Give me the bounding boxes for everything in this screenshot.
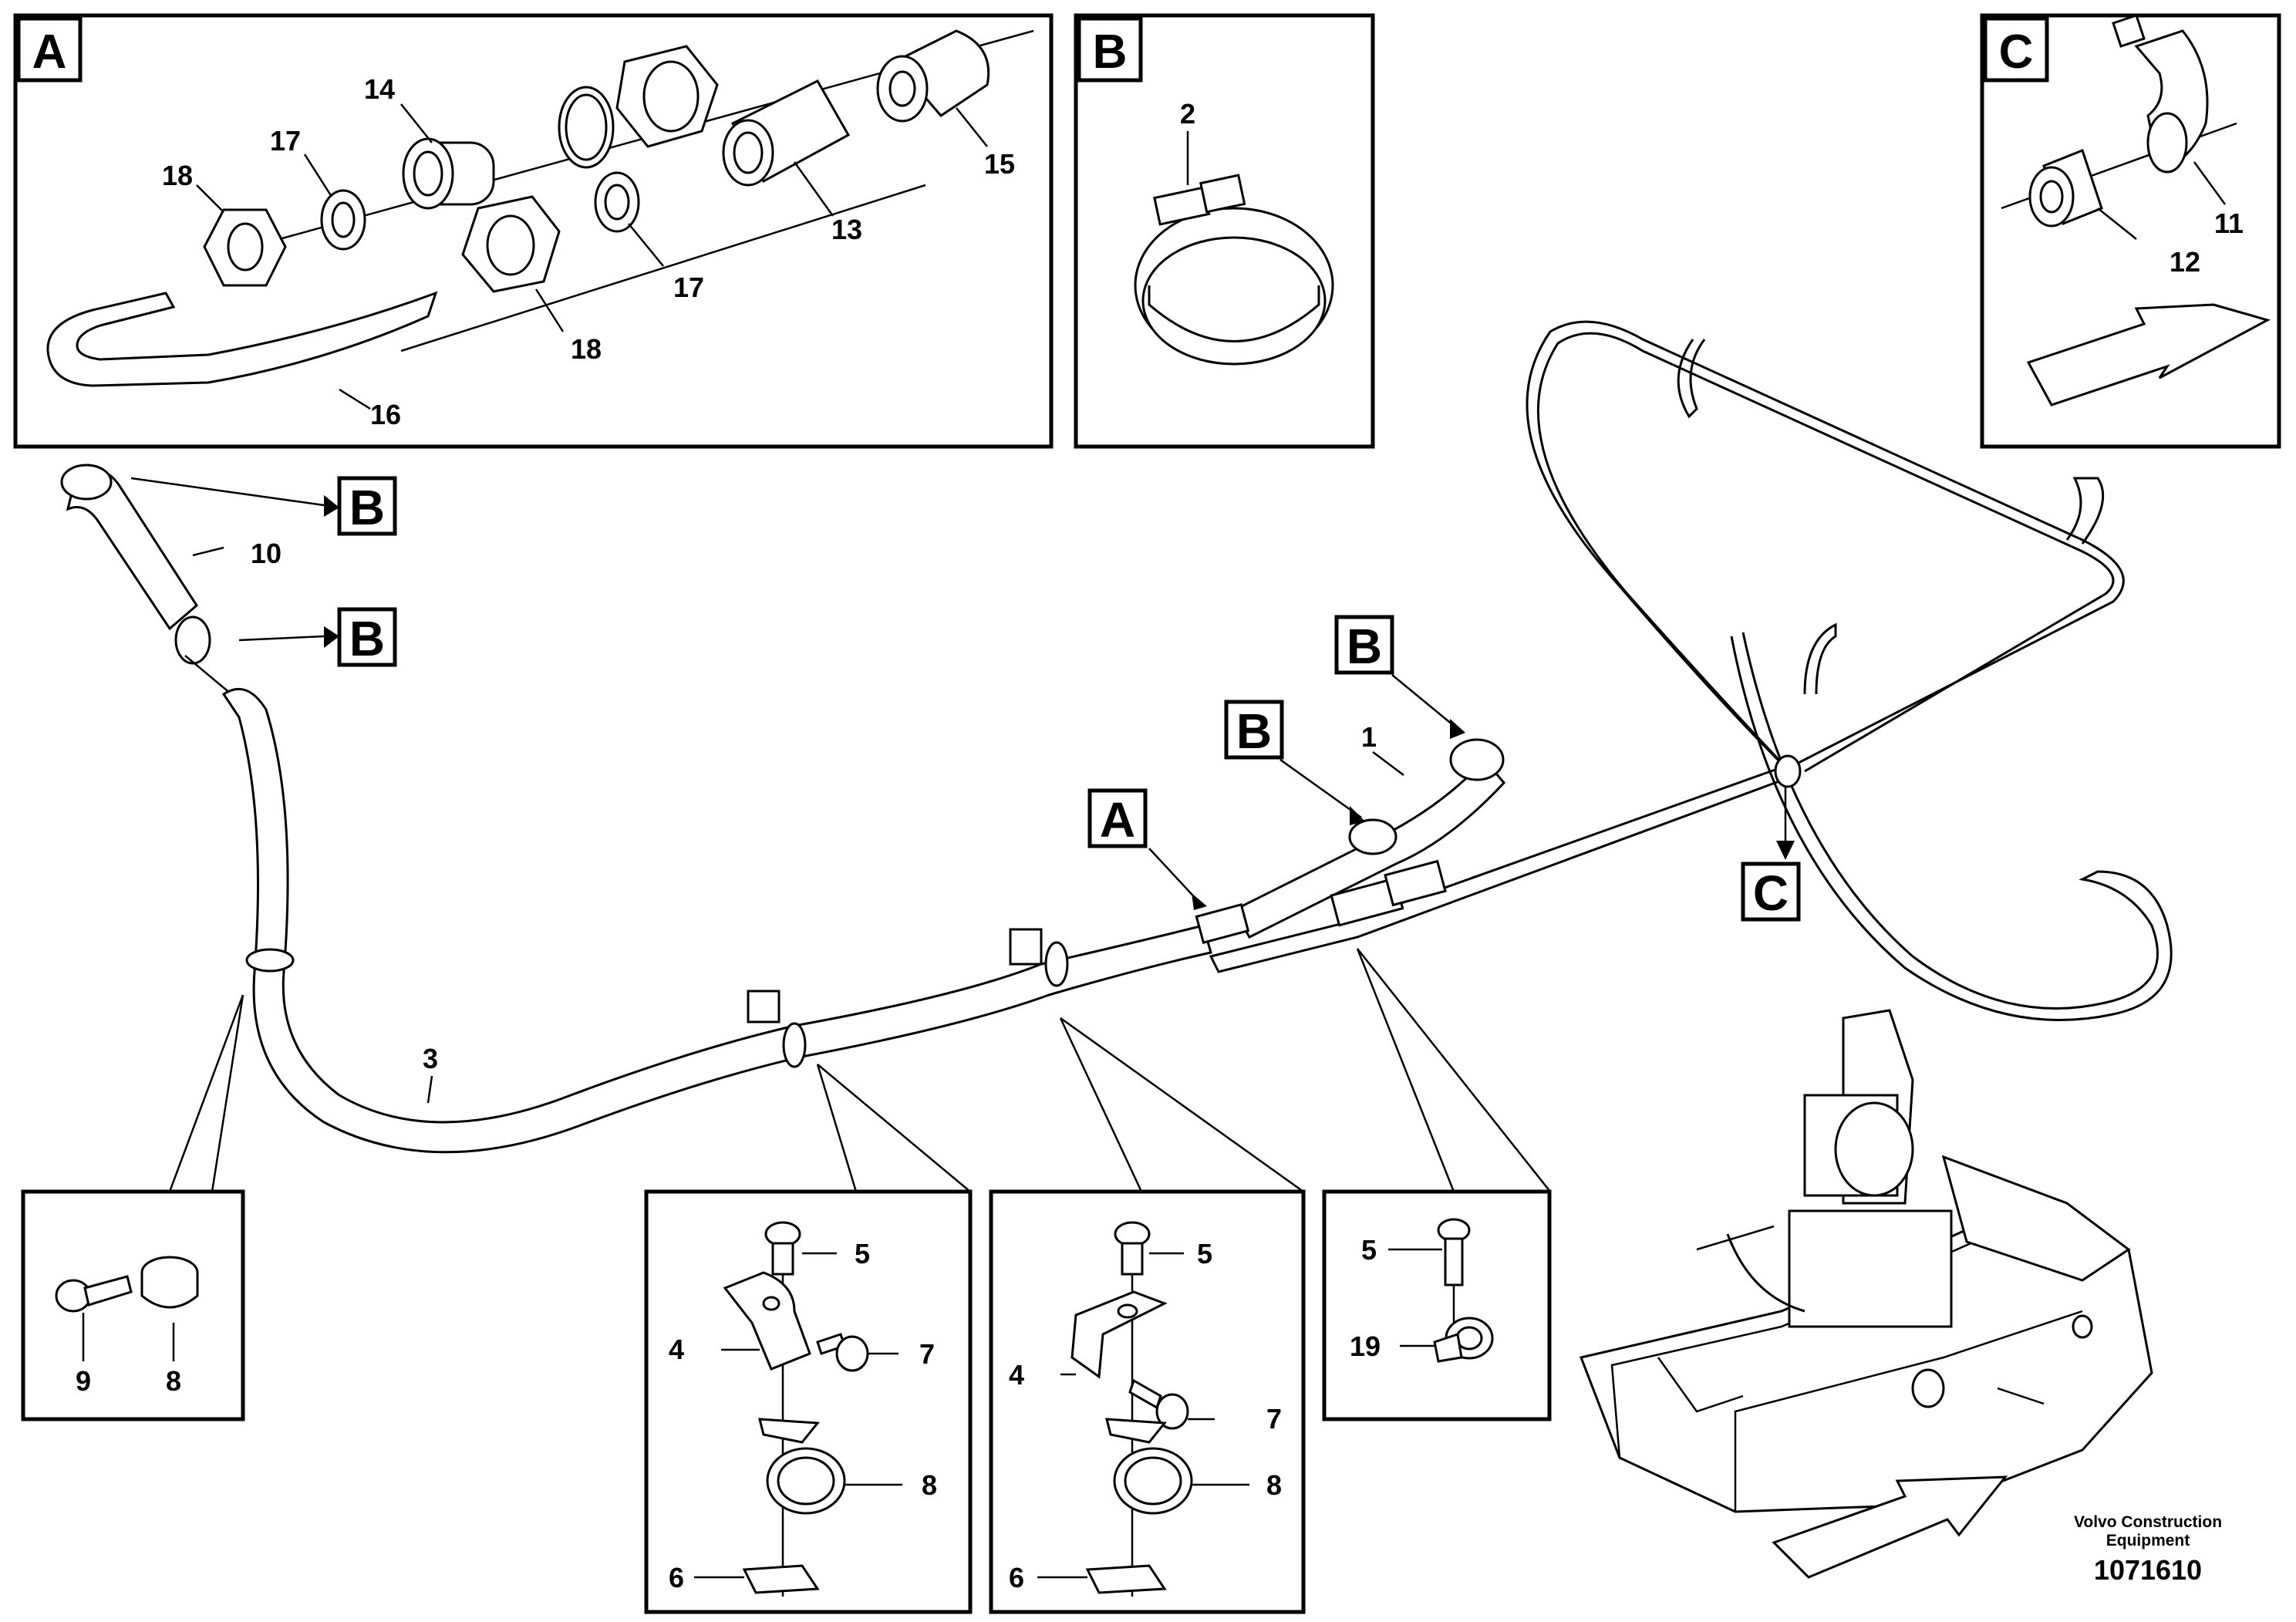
bolt-5-b [1114,1221,1151,1276]
bolt-7-b [1128,1378,1189,1430]
label-16: 16 [370,399,401,430]
label-8-b: 8 [1266,1469,1282,1501]
detail-a-panel: A [13,13,1054,449]
wiring-harness [1526,320,2173,1021]
label-18-right: 18 [571,333,602,365]
label-5-c: 5 [1361,1234,1377,1266]
credit-line-2: Equipment [2106,1532,2190,1549]
hose-3 [221,687,1212,1154]
bolt-9 [55,1275,133,1313]
svg-text:A: A [1100,792,1135,848]
inset-clip-19: 5 19 [1322,948,1552,1421]
main-assembly: B B B B A C [60,320,2173,1154]
detail-c-panel: C 11 12 [1980,13,2281,449]
inset-clamp-9-8: 9 8 [21,994,245,1421]
detail-b-panel: B 2 [1074,13,1375,449]
label-6-b: 6 [1009,1562,1024,1593]
label-11: 11 [2214,207,2244,239]
bracket-4-b [1070,1290,1168,1379]
label-4-b: 4 [1009,1359,1024,1391]
direction-arrow-bottom [1772,1475,2008,1579]
label-5-b: 5 [1197,1238,1212,1270]
label-8-a: 8 [922,1469,937,1501]
svg-text:C: C [1753,865,1789,921]
svg-text:B: B [349,480,385,535]
bolt-7-a [816,1333,869,1372]
svg-text:B: B [1236,703,1272,759]
nut-6-b [1085,1564,1167,1594]
label-9: 9 [76,1365,91,1397]
fitting-12 [2028,149,2103,228]
label-13: 13 [831,214,862,245]
detail-c-tag: C [1999,25,2034,79]
ref-tag-b-4: B [1334,615,1465,739]
nut-6-a [742,1564,820,1594]
label-15: 15 [984,148,1015,180]
nut-18-left [203,208,287,287]
label-6-a: 6 [669,1562,684,1593]
fitting-13 [722,79,851,187]
ref-tag-a: A [1087,788,1207,910]
credit-line-1: Volvo Construction [2074,1513,2222,1531]
label-18-left: 18 [162,160,193,191]
fitting-14 [402,137,495,210]
machine-overview-thumbnail [1579,1009,2153,1513]
label-10: 10 [251,538,282,569]
bolt-5-a [764,1221,801,1276]
label-2: 2 [1180,98,1195,130]
ring-17-left [320,189,366,251]
label-5-a: 5 [855,1238,870,1270]
label-7-a: 7 [919,1338,935,1370]
clamp-8-a [758,1418,846,1515]
label-12: 12 [2170,246,2200,278]
hose-clamp-2 [1134,174,1334,366]
fitting-15 [876,29,990,123]
clamp-8-small [140,1256,199,1309]
footer: Volvo Construction Equipment 1071610 [2074,1513,2222,1586]
nut-18-right [461,195,561,293]
label-17-left: 17 [270,125,301,157]
nut-top [615,45,719,148]
detail-a-tag: A [32,25,67,79]
hose-elbow-11 [2112,14,2209,174]
label-1: 1 [1361,721,1377,753]
clamp-8-b [1105,1418,1193,1515]
bracket-4-a [723,1271,811,1371]
bolt-5-c [1437,1218,1471,1286]
clip-19 [1433,1317,1494,1363]
drawing-number: 1071610 [2094,1554,2202,1586]
label-8: 8 [166,1365,181,1397]
label-17-right: 17 [673,271,704,303]
svg-text:B: B [349,611,385,666]
label-4-a: 4 [669,1334,684,1365]
ref-tag-b-3: B [1224,700,1365,825]
ref-tag-b-2: B [238,607,397,667]
o-ring [558,86,615,169]
svg-text:B: B [1347,619,1382,674]
hose-16 [46,291,438,387]
fitting-main [1330,859,1447,927]
detail-b-tag: B [1093,25,1128,79]
label-3: 3 [423,1043,438,1074]
label-7-b: 7 [1266,1403,1282,1435]
ref-tag-b-1: B [130,476,397,536]
ref-tag-c: C [1741,787,1801,922]
inset-bracket-1: 5 4 7 8 6 [644,1064,973,1614]
label-14: 14 [364,73,395,105]
ring-17-right [594,171,640,233]
direction-arrow-c [2026,303,2271,406]
label-19: 19 [1350,1330,1381,1362]
inset-bracket-2: 5 4 7 8 6 [989,1017,1306,1614]
